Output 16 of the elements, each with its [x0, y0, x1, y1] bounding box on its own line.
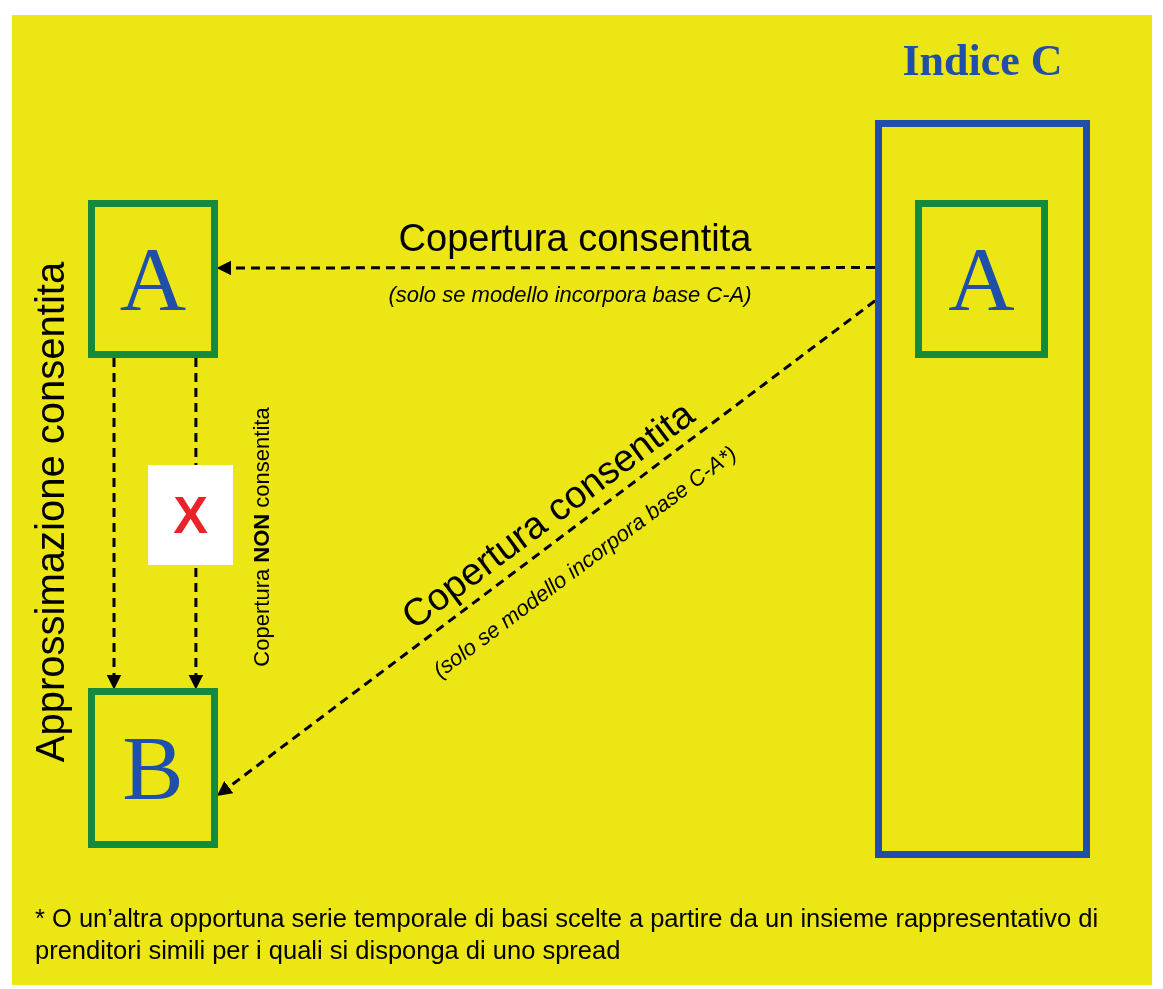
footnote: * O un’altra opportuna serie temporale di basi scelte a partire da un insieme rappresentativo di prenditori simili per i quali si disponga di uno spread — [35, 903, 1100, 966]
letter-box — [915, 200, 1048, 358]
letter-box — [88, 200, 218, 358]
edge-note: (solo se modello incorpora base C-A) — [388, 282, 752, 308]
dashed-arrow — [216, 299, 876, 797]
index-heading: Indice C — [901, 35, 1064, 87]
box-letter: B — [122, 722, 184, 814]
box-letter: A — [948, 233, 1015, 325]
dashed-arrow — [106, 358, 122, 690]
cross-mark: X — [148, 465, 233, 565]
letter-box — [88, 688, 218, 848]
side-label: Approssimazione consentita — [27, 261, 73, 763]
edge-label: Copertura consentita — [398, 216, 752, 260]
dashed-arrow — [216, 260, 875, 276]
side-label: Copertura NON consentita — [249, 407, 275, 667]
box-letter: A — [119, 233, 187, 325]
